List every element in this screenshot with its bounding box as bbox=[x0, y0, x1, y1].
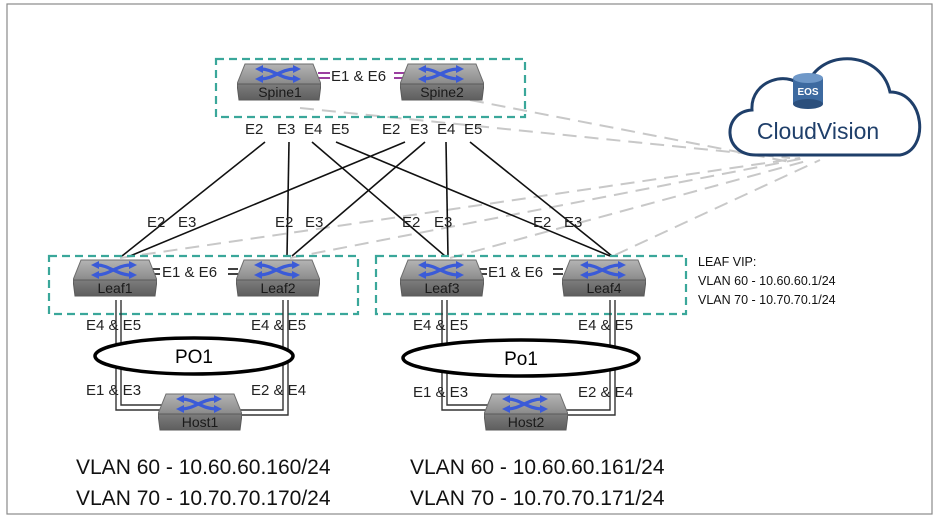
leaf4-label: Leaf4 bbox=[586, 280, 621, 296]
leaf3-port-e2: E2 bbox=[402, 214, 420, 231]
host2-label: Host2 bbox=[508, 414, 545, 430]
spine1-port-e5: E5 bbox=[331, 121, 349, 138]
port-channel-right bbox=[401, 338, 641, 378]
cloudvision-label: CloudVision bbox=[757, 118, 879, 144]
spine2-port-e3: E3 bbox=[410, 121, 428, 138]
port-channel-left-label: PO1 bbox=[175, 347, 213, 368]
spine2-port-e4: E4 bbox=[437, 121, 455, 138]
leaf4-port-e3: E3 bbox=[564, 214, 582, 231]
leaf3-port-e3: E3 bbox=[434, 214, 452, 231]
leaf-vip-title: LEAF VIP: bbox=[698, 255, 756, 269]
host1-vlan60-address: VLAN 60 - 10.60.60.160/24 bbox=[76, 456, 331, 479]
leaf2-port-e3: E3 bbox=[305, 214, 323, 231]
leaf1-downlink-ports: E4 & E5 bbox=[86, 317, 141, 334]
leaf-vip-vlan60: VLAN 60 - 10.60.60.1/24 bbox=[698, 274, 836, 288]
spine1-label: Spine1 bbox=[258, 84, 302, 100]
leaf2-port-e2: E2 bbox=[275, 214, 293, 231]
spine2-label: Spine2 bbox=[420, 84, 464, 100]
host2-right-ports: E2 & E4 bbox=[578, 384, 633, 401]
outer-frame bbox=[6, 3, 933, 515]
leaf2-label: Leaf2 bbox=[260, 280, 295, 296]
leaf-vip-vlan70: VLAN 70 - 10.70.70.1/24 bbox=[698, 293, 836, 307]
leaf1-label: Leaf1 bbox=[97, 280, 132, 296]
spine1-port-e4: E4 bbox=[304, 121, 322, 138]
port-channel-left bbox=[93, 336, 295, 376]
leaf4-port-e2: E2 bbox=[533, 214, 551, 231]
leaf12-peer-link-label: E1 & E6 bbox=[162, 264, 217, 281]
leaf3-label: Leaf3 bbox=[424, 280, 459, 296]
spine1-port-e3: E3 bbox=[277, 121, 295, 138]
host2-vlan70-address: VLAN 70 - 10.70.70.171/24 bbox=[410, 487, 665, 510]
spine1-port-e2: E2 bbox=[245, 121, 263, 138]
port-channel-right-label: Po1 bbox=[504, 349, 538, 370]
leaf1-port-e3: E3 bbox=[178, 214, 196, 231]
spine-peer-link-label: E1 & E6 bbox=[331, 68, 386, 85]
leaf4-downlink-ports: E4 & E5 bbox=[578, 317, 633, 334]
host1-label: Host1 bbox=[182, 414, 219, 430]
leaf34-peer-link-label: E1 & E6 bbox=[488, 264, 543, 281]
leaf1-port-e2: E2 bbox=[147, 214, 165, 231]
leaf2-downlink-ports: E4 & E5 bbox=[251, 317, 306, 334]
eos-badge: EOS bbox=[797, 87, 818, 98]
spine2-port-e2: E2 bbox=[382, 121, 400, 138]
mlag-boxes bbox=[47, 57, 688, 316]
eos-database-icon bbox=[793, 73, 823, 109]
host2-left-ports: E1 & E3 bbox=[413, 384, 468, 401]
fabric-uplinks bbox=[121, 141, 613, 257]
host1-vlan70-address: VLAN 70 - 10.70.70.170/24 bbox=[76, 487, 331, 510]
host1-right-ports: E2 & E4 bbox=[251, 382, 306, 399]
host-links bbox=[115, 300, 616, 416]
cloudvision-mgmt-links bbox=[119, 99, 821, 259]
spine2-port-e5: E5 bbox=[464, 121, 482, 138]
cloudvision-cloud: EOS CloudVision bbox=[728, 57, 922, 157]
leaf3-downlink-ports: E4 & E5 bbox=[413, 317, 468, 334]
host2-vlan60-address: VLAN 60 - 10.60.60.161/24 bbox=[410, 456, 665, 479]
host1-left-ports: E1 & E3 bbox=[86, 382, 141, 399]
